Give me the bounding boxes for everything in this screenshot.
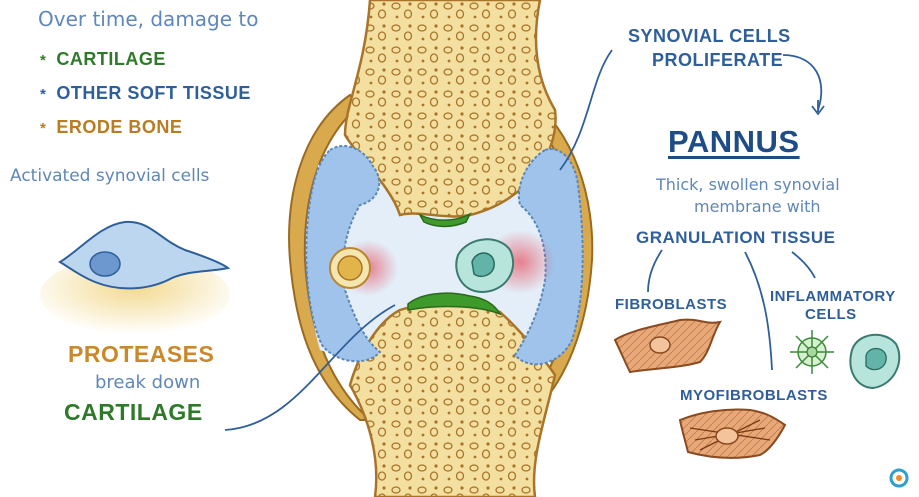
cartilage-label: CARTILAGE: [64, 401, 203, 424]
myofibroblasts-label: MYOFIBROBLASTS: [680, 388, 828, 403]
intro-text: Over time, damage to: [38, 9, 259, 29]
damage-item-bone: *ERODE BONE: [40, 118, 182, 136]
inflammatory-cells: [790, 330, 899, 388]
break-down-label: break down: [95, 374, 200, 392]
star-bullet-icon: *: [40, 120, 46, 137]
pannus-description-2: membrane with: [694, 199, 821, 215]
osmosis-logo-icon: [891, 470, 907, 486]
granulation-tissue-label: GRANULATION TISSUE: [636, 229, 835, 246]
damage-item-soft-tissue: *OTHER SOFT TISSUE: [40, 84, 251, 102]
pannus-description-1: Thick, swollen synovial: [656, 177, 840, 193]
damage-item-cartilage: *CARTILAGE: [40, 50, 166, 68]
proliferate-title: PROLIFERATE: [652, 51, 783, 69]
star-bullet-icon: *: [40, 52, 46, 69]
myofibroblast-cell: [680, 409, 785, 457]
star-bullet-icon: *: [40, 86, 46, 103]
fibroblast-cell: [615, 320, 720, 372]
inflammatory-label-1: INFLAMMATORY: [770, 289, 896, 304]
fibroblasts-label: FIBROBLASTS: [615, 297, 727, 312]
inflammatory-label-2: CELLS: [805, 307, 857, 322]
proteases-label: PROTEASES: [68, 343, 214, 366]
activated-synovial-cell: [40, 222, 230, 335]
pannus-title: PANNUS: [668, 126, 800, 157]
synovial-cells-title: SYNOVIAL CELLS: [628, 27, 791, 45]
activated-cells-label: Activated synovial cells: [10, 168, 209, 185]
